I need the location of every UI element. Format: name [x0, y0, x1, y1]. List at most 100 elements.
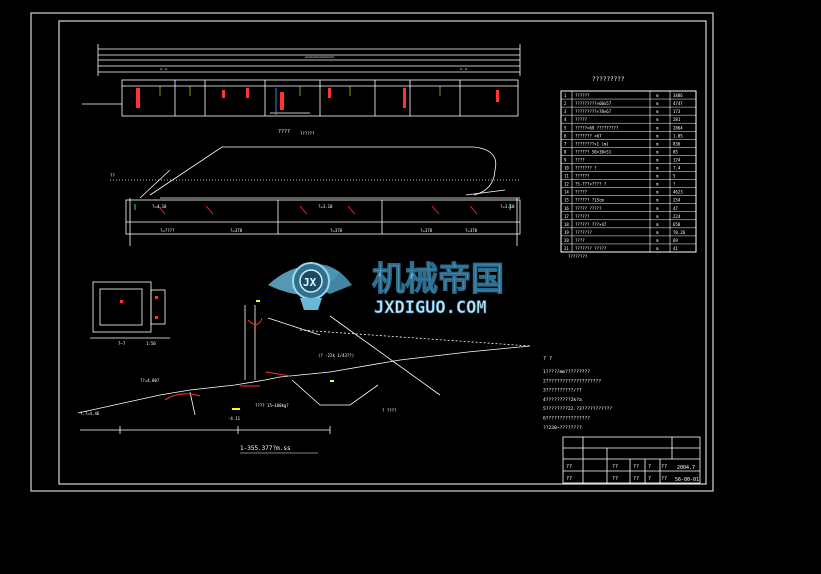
- svg-text:?=3.10: ?=3.10: [318, 204, 333, 209]
- table-cell-unit: m: [656, 141, 659, 146]
- section-7-label: 7—7: [118, 341, 126, 346]
- svg-text:?=378: ?=378: [465, 228, 478, 233]
- table-cell-unit: m: [656, 133, 659, 138]
- svg-text:?=4.10: ?=4.10: [152, 204, 167, 209]
- svg-text:============: ============: [305, 54, 334, 59]
- elevation-drawing: [82, 44, 521, 117]
- notes-lines: 1????/mm?????????2????????????????????3?…: [543, 369, 612, 431]
- table-cell-no: 20: [564, 238, 569, 243]
- svg-text:?: ?: [648, 464, 651, 470]
- section-7-scale: 1:50: [146, 341, 156, 346]
- table-cell-no: 18: [564, 222, 569, 227]
- inner-border: [58, 20, 707, 485]
- table-cell-qty: 3486: [673, 93, 683, 98]
- table-cell-name: ??????: [575, 93, 590, 98]
- table-cell-qty: 47: [673, 206, 678, 211]
- table-cell-unit: m: [656, 214, 659, 219]
- plan-label-2: ??????: [300, 131, 315, 136]
- table-cell-qty: 70.26: [673, 230, 686, 235]
- table-cell-unit: m: [656, 238, 659, 243]
- table-cell-qty: 224: [673, 214, 681, 219]
- svg-text:??: ??: [566, 476, 572, 482]
- section-detail: [90, 281, 170, 339]
- svg-text:= =: = =: [160, 66, 168, 71]
- table-cell-no: 6: [564, 133, 567, 138]
- svg-text:?=378: ?=378: [330, 228, 343, 233]
- cross-section: [77, 305, 531, 434]
- table-cell-unit: m: [656, 230, 659, 235]
- cross-section-labels: ?.?=4.46 ??=4.00? ? ???? -4.11 ???? 15~1…: [80, 353, 397, 421]
- table-cell-no: 8: [564, 149, 567, 154]
- table-cell-no: 17: [564, 214, 569, 219]
- table-cell-name: ?????: [575, 190, 588, 195]
- svg-text:?=378: ?=378: [230, 228, 243, 233]
- watermark-logo: JX: [268, 262, 352, 310]
- note-line: 4?????????2k?a: [543, 397, 582, 403]
- table-cell-no: 19: [564, 230, 569, 235]
- plan-markers: [157, 205, 478, 215]
- table-cell-name: ?????? ?15cm: [575, 198, 604, 203]
- table-note: ????????: [568, 254, 588, 259]
- table-cell-qty: 41: [673, 246, 678, 251]
- table-cell-qty: 4747: [673, 101, 683, 106]
- svg-text:??=4.00?: ??=4.00?: [140, 378, 160, 383]
- table-cell-no: 14: [564, 190, 569, 195]
- svg-text:?.?=4.46: ?.?=4.46: [80, 411, 100, 416]
- svg-text:?: ?: [648, 476, 651, 482]
- table-cell-no: 12: [564, 182, 569, 187]
- elevation-ticks: [159, 86, 441, 96]
- svg-text:56-00-01: 56-00-01: [675, 477, 699, 483]
- svg-text:?=3.10: ?=3.10: [500, 204, 515, 209]
- table-cell-name: ?5-???×???? ?: [575, 182, 607, 187]
- svg-text:??: ??: [633, 464, 639, 470]
- svg-text:-4.11: -4.11: [228, 416, 241, 421]
- table-cell-qty: 69: [673, 238, 678, 243]
- table-cell-qty: ?: [673, 182, 676, 187]
- table-cell-name: ??????? ?: [575, 166, 597, 171]
- table-cell-no: 9: [564, 157, 567, 162]
- plan-drawing: [110, 146, 521, 246]
- watermark-cn: 机械帝国: [372, 259, 504, 298]
- table-cell-unit: m: [656, 109, 659, 114]
- table-cell-qty: 281: [673, 117, 681, 122]
- table-cell-no: 7: [564, 141, 567, 146]
- table-cell-unit: m: [656, 117, 659, 122]
- table-cell-qty: 1.85: [673, 133, 683, 138]
- table-cell-name: ?????? 50×30×51: [575, 149, 612, 154]
- table-cell-no: 4: [564, 117, 567, 122]
- table-cell-unit: m: [656, 222, 659, 227]
- table-cell-no: 5: [564, 125, 567, 130]
- table-cell-unit: m: [656, 198, 659, 203]
- svg-text:??: ??: [661, 464, 667, 470]
- table-cell-name: ????? ?????: [575, 206, 602, 211]
- title-block-text: ?? ?? ?? ?? ? ?? 2004.7 ?? ?? ? ?? 56-00…: [566, 464, 699, 483]
- watermark-en: JXDIGUO.COM: [374, 298, 487, 318]
- table-cell-name: ?????? ???×47: [575, 222, 607, 227]
- section-caption: 1-355.377?m.ss: [240, 445, 291, 452]
- plan-text: ?? ?=4.10 ?=3.10 ?=3.10 ?=???? ?=378 ?=3…: [110, 173, 515, 233]
- svg-text:??: ??: [612, 476, 618, 482]
- table-cell-qty: 658: [673, 222, 681, 227]
- svg-text:???? 15~100kg?: ???? 15~100kg?: [255, 403, 289, 408]
- section-detail-red: [120, 296, 158, 319]
- table-cell-name: ?????×69 ?????????: [575, 125, 619, 130]
- elevation-posts: [136, 88, 499, 110]
- svg-text:?=378: ?=378: [420, 228, 433, 233]
- table-cell-no: 16: [564, 206, 569, 211]
- table-cell-name: ??????? ?????: [575, 246, 607, 251]
- note-line: 5????????22.?3???????????: [543, 406, 612, 412]
- table-cell-name: ?????????×78×67: [575, 109, 612, 114]
- table-cell-name: ?????????×60x57: [575, 101, 612, 106]
- table-cell-name: ????????×1 (m): [575, 141, 609, 146]
- table-cell-qty: 836: [673, 141, 681, 146]
- svg-text:= =: = =: [460, 66, 468, 71]
- svg-text:2004.7: 2004.7: [677, 465, 695, 471]
- svg-text:??: ??: [633, 476, 639, 482]
- table-cell-qty: 2864: [673, 125, 683, 130]
- notes-title: ? ?: [543, 356, 552, 362]
- table-cell-no: 21: [564, 246, 569, 251]
- plan-label: ????: [278, 129, 290, 135]
- table-cell-name: ??????: [575, 214, 590, 219]
- svg-text:??: ??: [612, 464, 618, 470]
